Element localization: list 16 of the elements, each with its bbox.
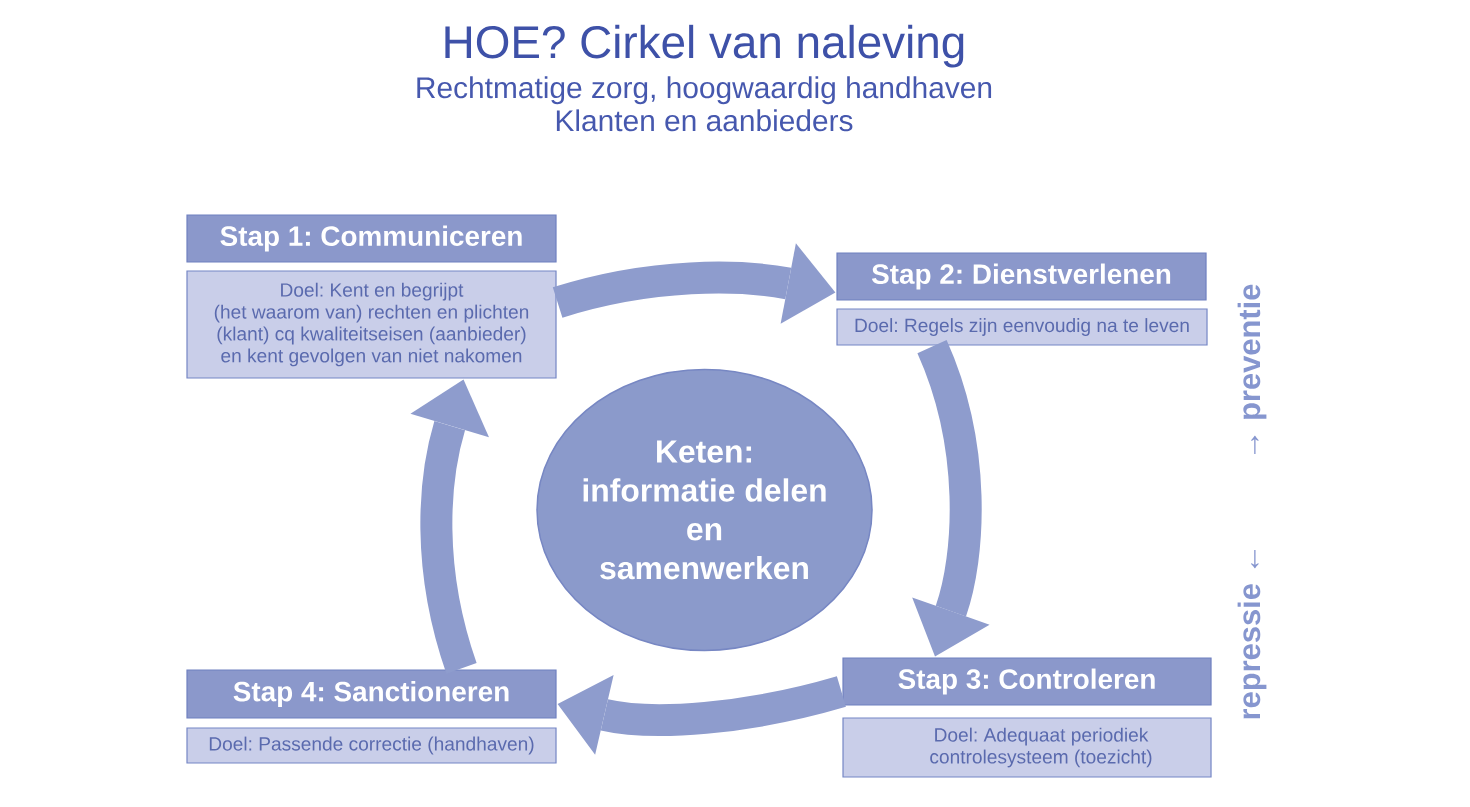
description-box: Doel: Adequaat periodiek controlesysteem (toezicht) bbox=[842, 717, 1212, 778]
subtitle: Klanten en aanbieders bbox=[556, 109, 853, 132]
description-box: Doel: Kent en begrijpt (het waarom van) rechten en plichten (klant) cq kwaliteitseisen (aanbieder) en kent gevolgen van niet nakomen bbox=[186, 270, 557, 379]
title: HOE? Cirkel van naleving bbox=[445, 24, 964, 68]
subtitle: Rechtmatige zorg, hoogwaardig handhaven bbox=[417, 76, 992, 105]
curved-arrow bbox=[553, 243, 836, 324]
description-box: Doel: Passende correctie (handhaven) bbox=[186, 727, 557, 764]
curved-arrow bbox=[557, 674, 846, 755]
curved-arrow bbox=[410, 379, 489, 674]
header-box: Stap 3: Controleren bbox=[842, 657, 1212, 706]
description-box: Doel: Regels zijn eenvoudig na te leven bbox=[836, 308, 1208, 346]
header-box: Stap 4: Sanctioneren bbox=[186, 669, 557, 719]
header-box: Stap 1: Communiceren bbox=[186, 214, 557, 263]
side-label: → preventie bbox=[1237, 284, 1267, 455]
header-box: Stap 2: Dienstverlenen bbox=[836, 252, 1207, 301]
side-label: repressie ← bbox=[1237, 549, 1267, 719]
